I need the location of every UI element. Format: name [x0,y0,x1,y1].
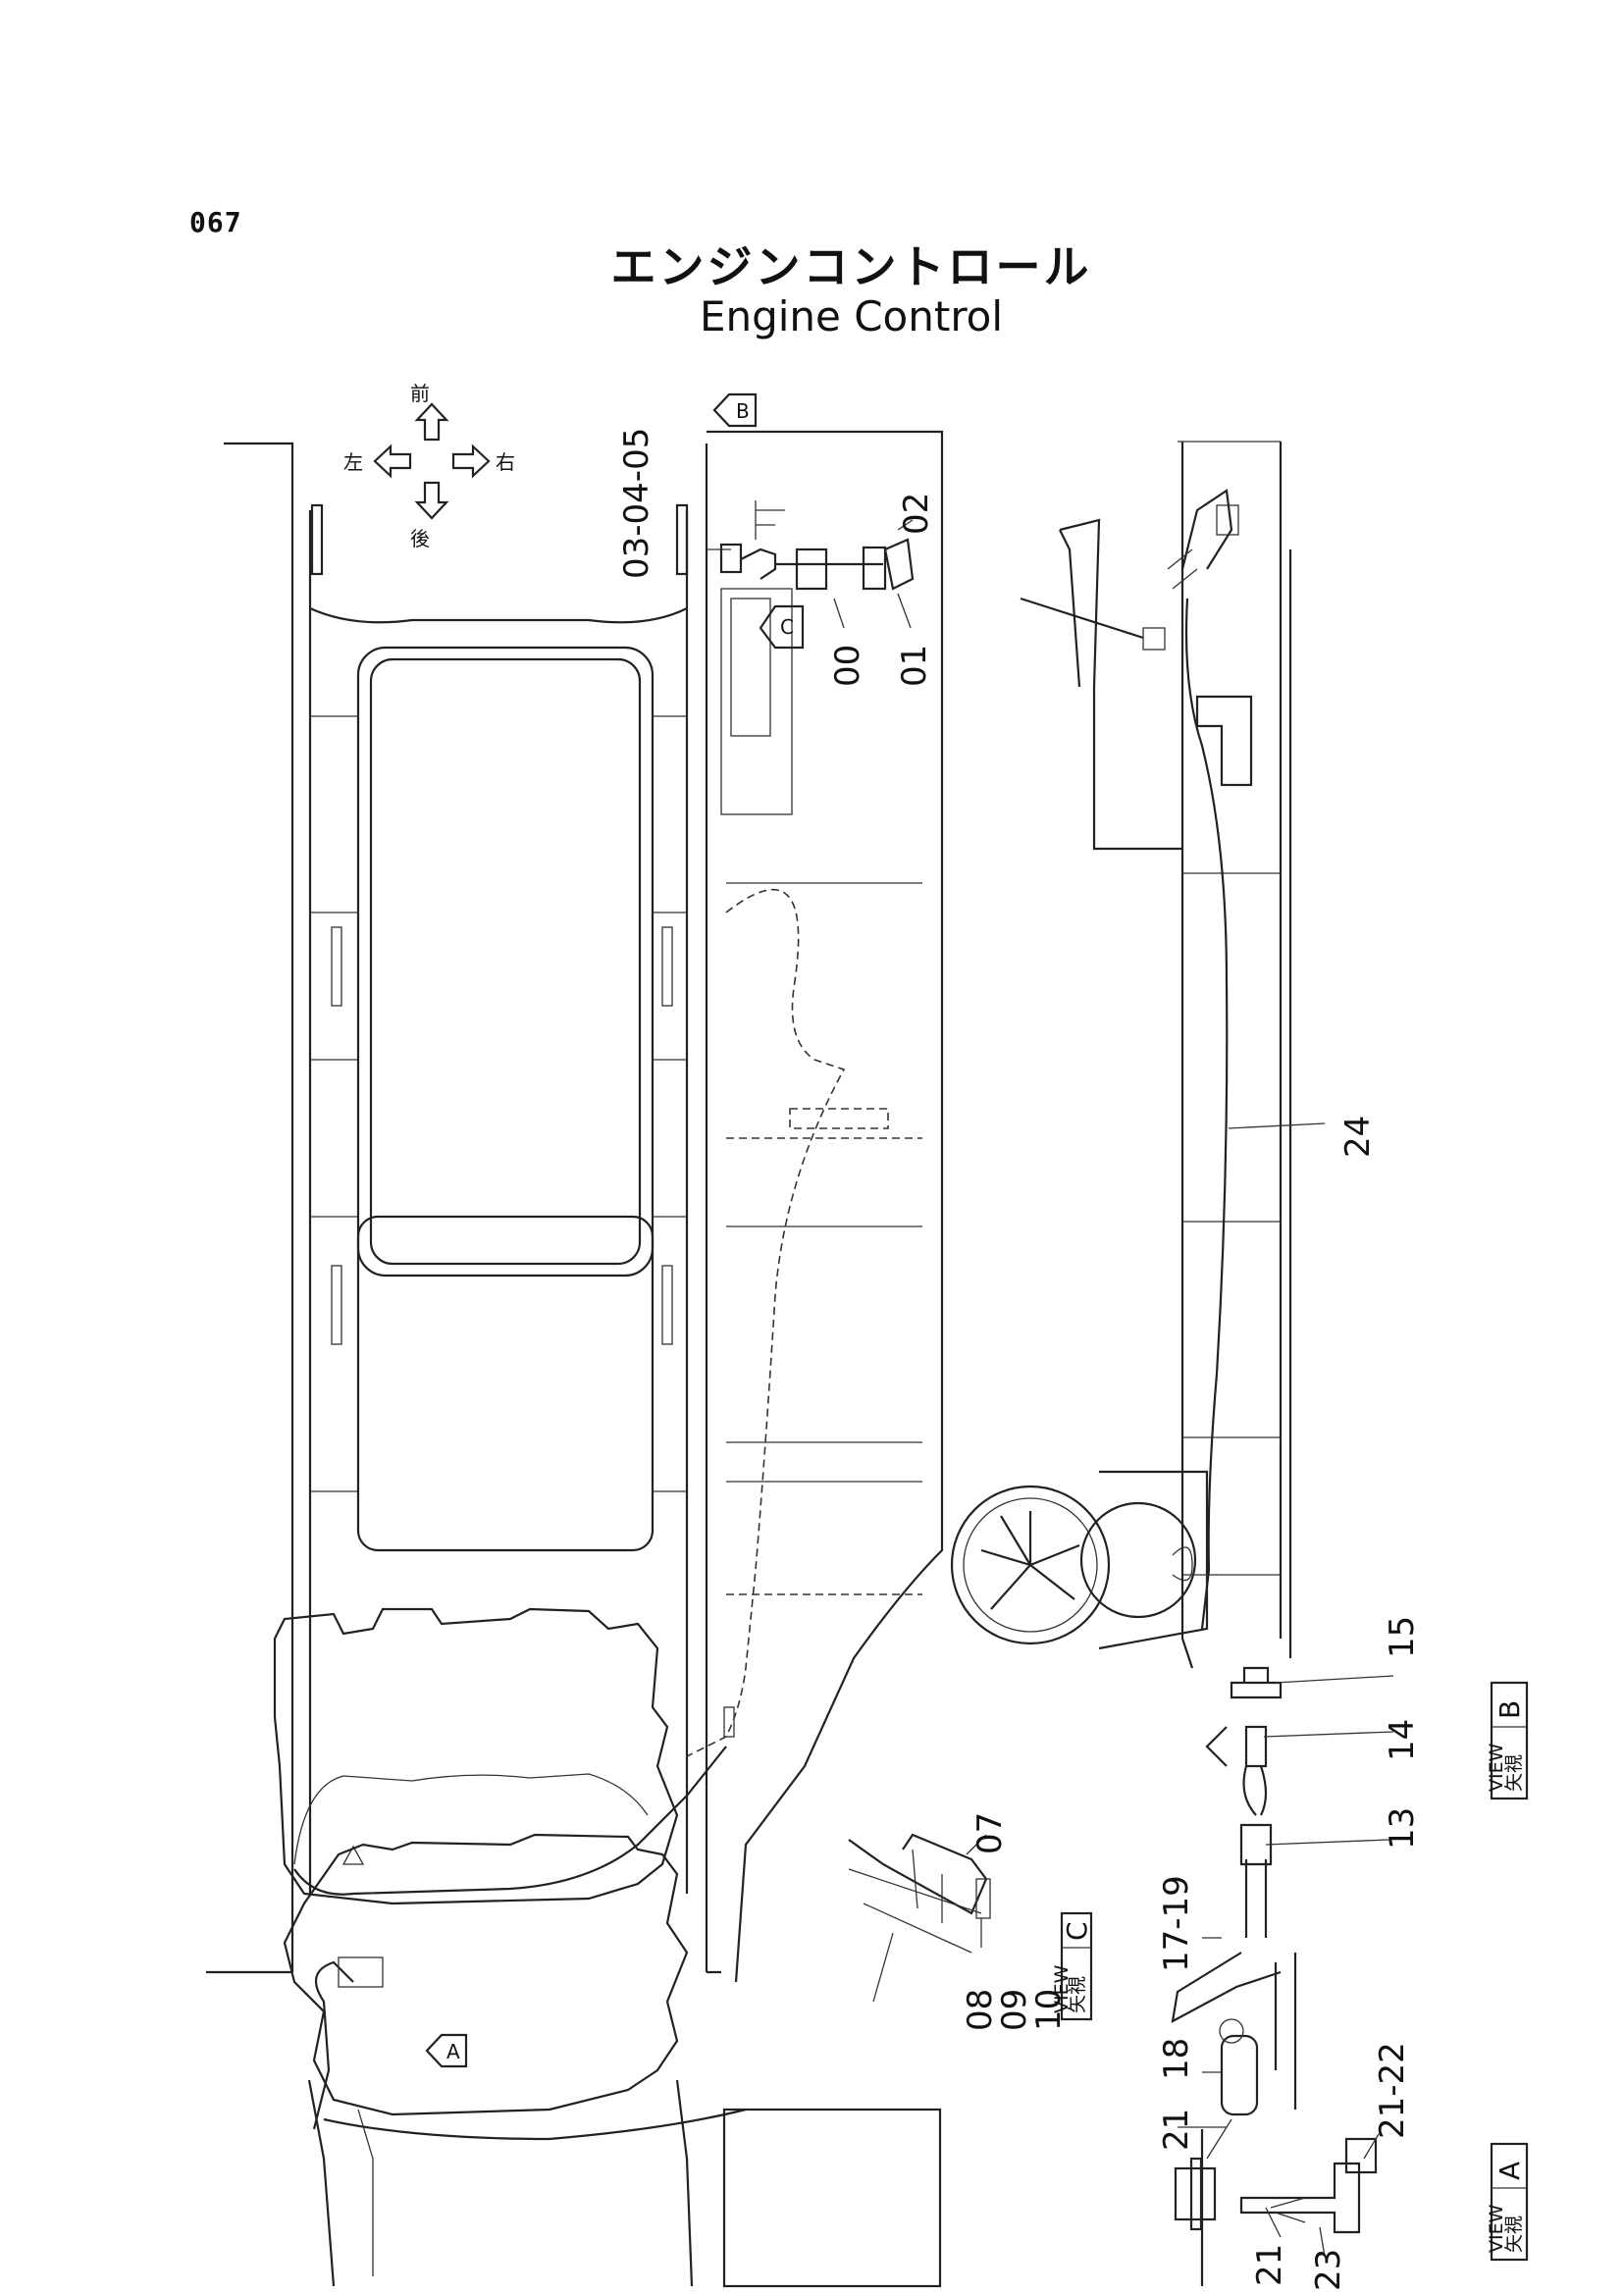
detail-view-b [1171,1666,1297,2160]
view-c-marker-letter: C [780,615,794,639]
view-label-a-jp: 矢視 [1503,2216,1525,2253]
callout-17-19: 17-19 [1157,1875,1196,1972]
callout-03-04-05: 03-04-05 [617,428,656,579]
view-label-b: 矢視 VIEW B [1486,1681,1529,1800]
callout-01: 01 [895,645,934,687]
view-label-a: 矢視 VIEW A [1486,2142,1529,2262]
view-b-marker: B [712,392,758,428]
view-label-c-letter: C [1061,1921,1093,1941]
callout-23: 23 [1309,2249,1348,2291]
frame-plan-view [206,442,727,1974]
detail-view-c [848,1833,991,2003]
left-label: 左 [343,450,363,474]
view-a-marker: A [425,2033,468,2068]
view-label-a-letter: A [1493,2162,1526,2180]
view-label-b-letter: B [1493,1700,1526,1719]
view-label-b-en: VIEW [1486,1743,1507,1792]
callout-00: 00 [828,645,867,687]
callout-14: 14 [1383,1719,1422,1761]
callout-08: 08 [961,1989,1000,2031]
title-japanese: エンジンコントロール [610,240,1092,293]
right-label: 右 [496,450,515,474]
callout-21-22: 21-22 [1373,2042,1412,2139]
view-label-c-en: VIEW [1051,1964,1073,2013]
callout-02: 02 [897,493,936,535]
title-english: Engine Control [699,292,1004,340]
callout-09: 09 [995,1989,1034,2031]
view-b-marker-letter: B [736,399,750,423]
callout-21-view-a: 21 [1250,2244,1289,2286]
engine-side-view: A [283,1833,942,2288]
view-label-a-en: VIEW [1486,2204,1507,2253]
view-label-c: 矢視 VIEW C [1051,1911,1093,2021]
side-elevation-view [1020,441,1292,1669]
detail-view-a [1174,2129,1378,2286]
callout-15: 15 [1383,1616,1422,1658]
view-label-c-jp: 矢視 [1067,1976,1088,2013]
callout-21-view-b: 21 [1157,2109,1196,2151]
page-number: 067 [189,206,242,238]
callouts: 03-04-05 02 00 01 24 15 14 13 17-19 18 2… [617,428,1422,2291]
direction-compass: 前 後 左 右 [343,382,515,550]
callout-18: 18 [1157,2038,1196,2080]
view-a-marker-letter: A [446,2040,460,2063]
callout-24: 24 [1338,1116,1378,1158]
callout-07: 07 [970,1812,1010,1854]
side-channel-view: B C [686,392,1209,1983]
callout-13: 13 [1383,1807,1422,1850]
view-label-b-jp: 矢視 [1503,1754,1525,1792]
front-label: 前 [410,382,430,405]
view-c-marker: C [759,604,805,650]
rear-label: 後 [410,527,430,550]
